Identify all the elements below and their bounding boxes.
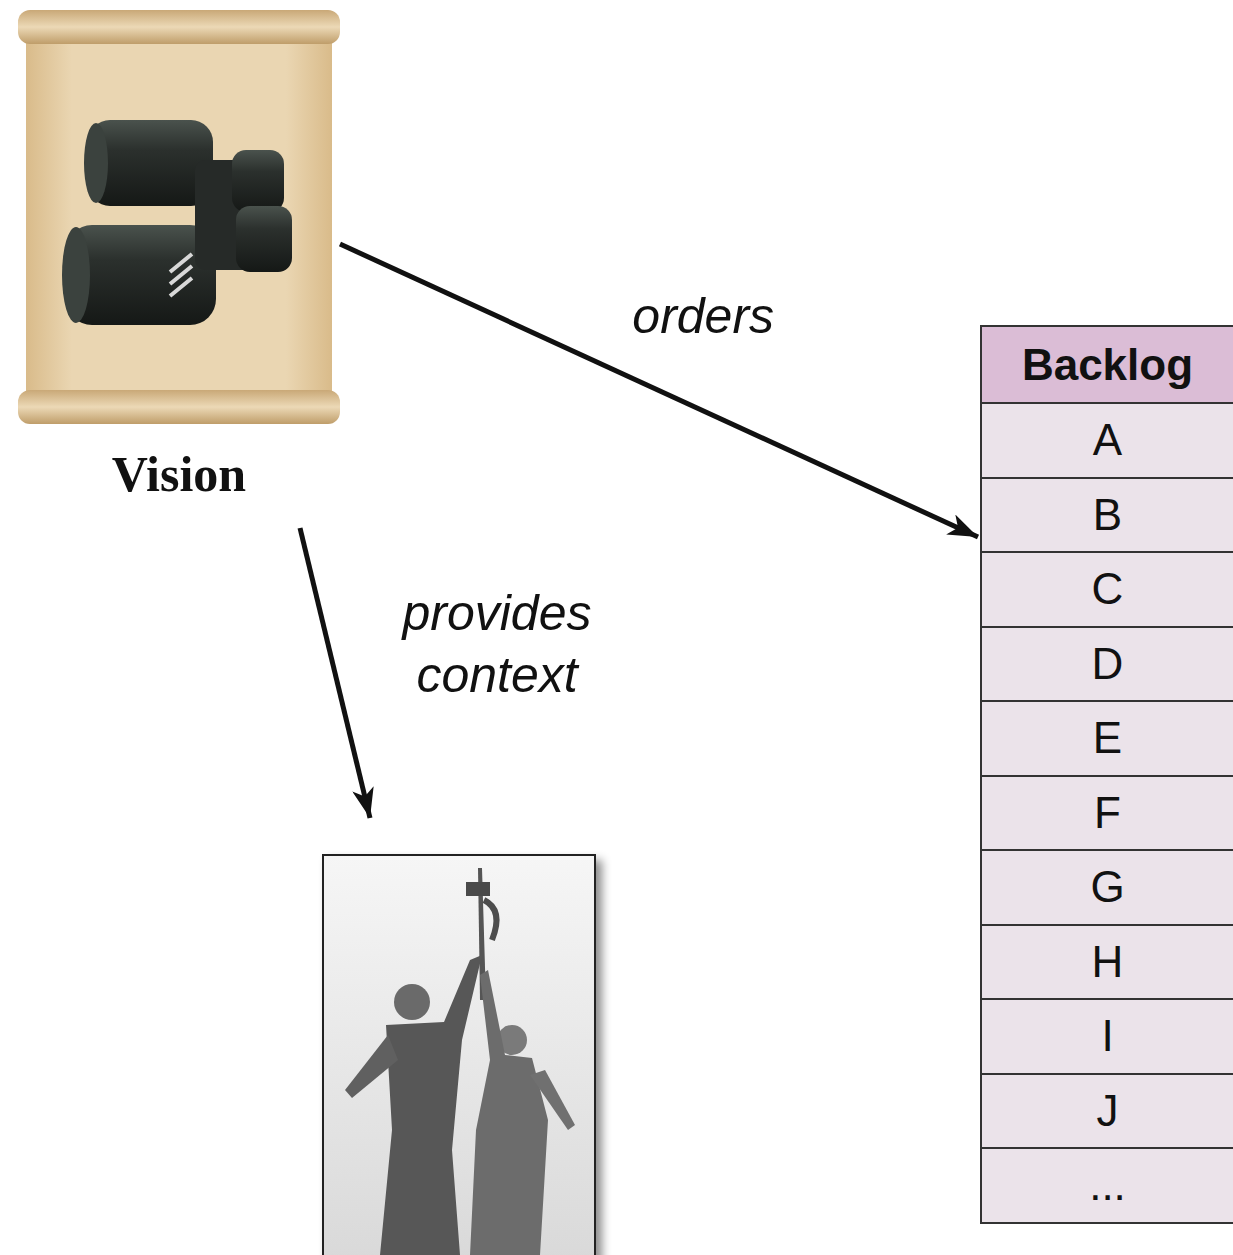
scroll-roll bbox=[18, 10, 340, 44]
backlog-item: I bbox=[982, 1000, 1233, 1075]
binocular-eyepiece bbox=[232, 150, 284, 212]
item-label: D bbox=[1092, 639, 1124, 689]
statue-picture bbox=[323, 855, 595, 1255]
statue-woman bbox=[470, 970, 548, 1255]
binocular-eyepiece bbox=[236, 206, 292, 272]
scroll-roll bbox=[18, 390, 340, 424]
statue-hammer bbox=[466, 882, 490, 896]
edge-label: orders bbox=[632, 285, 774, 347]
backlog-item: E bbox=[982, 702, 1233, 777]
backlog-item: B bbox=[982, 479, 1233, 554]
backlog-item: J bbox=[982, 1075, 1233, 1150]
vision-scroll: Vision bbox=[18, 10, 340, 503]
backlog-item: A bbox=[982, 404, 1233, 479]
item-label: H bbox=[1092, 937, 1124, 987]
backlog-item: H bbox=[982, 926, 1233, 1001]
item-label: B bbox=[1093, 490, 1122, 540]
backlog-item: ... bbox=[982, 1149, 1233, 1224]
binocular-stripes bbox=[170, 254, 192, 296]
table-header: Backlog bbox=[982, 327, 1233, 404]
backlog-item: D bbox=[982, 628, 1233, 703]
item-label: E bbox=[1093, 713, 1122, 763]
item-label: A bbox=[1093, 415, 1122, 465]
statue-arm bbox=[530, 1070, 575, 1130]
scroll-sheet bbox=[26, 28, 332, 404]
icon-space bbox=[18, 10, 340, 425]
backlog-table: BacklogABCDEFGHIJ... bbox=[980, 325, 1233, 1224]
item-label: G bbox=[1090, 862, 1124, 912]
flow-arrow bbox=[340, 244, 978, 537]
statue-arm bbox=[345, 1035, 398, 1098]
backlog-item: G bbox=[982, 851, 1233, 926]
item-label: C bbox=[1092, 564, 1124, 614]
scroll-icon bbox=[18, 10, 340, 424]
node-title: Vision bbox=[18, 445, 340, 503]
backlog-item: C bbox=[982, 553, 1233, 628]
item-label: ... bbox=[1089, 1160, 1126, 1210]
arrow-label: provides context bbox=[347, 582, 647, 706]
statue-man bbox=[380, 955, 482, 1255]
backlog-item: F bbox=[982, 777, 1233, 852]
picture-frame bbox=[323, 855, 595, 1255]
binoculars-icon bbox=[62, 120, 292, 325]
binocular-lens bbox=[84, 123, 108, 203]
binocular-lens bbox=[62, 227, 90, 323]
context-arrow bbox=[300, 528, 370, 818]
statue-head bbox=[394, 984, 430, 1020]
item-label: I bbox=[1101, 1011, 1113, 1061]
item-label: J bbox=[1097, 1086, 1119, 1136]
item-label: F bbox=[1094, 788, 1121, 838]
statue-sickle bbox=[484, 900, 497, 940]
